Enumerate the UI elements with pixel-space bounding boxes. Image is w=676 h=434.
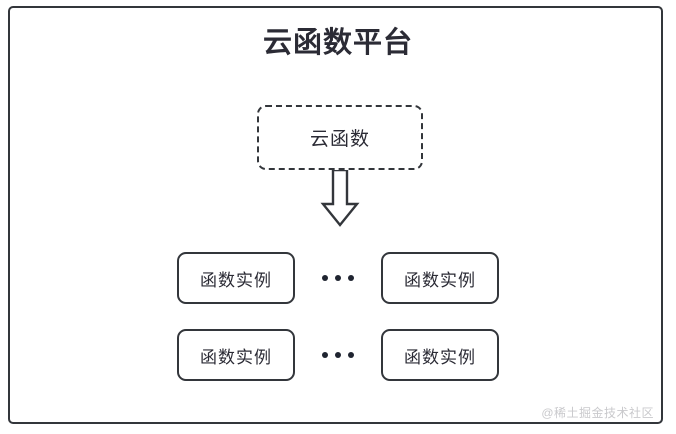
cloud-function-node: 云函数 bbox=[257, 105, 423, 170]
ellipsis-separator bbox=[295, 275, 381, 281]
function-instance-box: 函数实例 bbox=[177, 329, 295, 381]
ellipsis-dot bbox=[335, 352, 341, 358]
cloud-function-label: 云函数 bbox=[309, 129, 370, 150]
function-instance-row-2: 函数实例 函数实例 bbox=[0, 329, 676, 381]
page-title: 云函数平台 bbox=[262, 27, 413, 59]
function-instance-row-1: 函数实例 函数实例 bbox=[0, 252, 676, 304]
function-instance-box: 函数实例 bbox=[381, 252, 499, 304]
ellipsis-dot bbox=[322, 352, 328, 358]
function-instance-box: 函数实例 bbox=[381, 329, 499, 381]
function-instance-label: 函数实例 bbox=[200, 270, 272, 290]
ellipsis-dot bbox=[322, 275, 328, 281]
ellipsis-dot bbox=[348, 352, 354, 358]
function-instance-label: 函数实例 bbox=[200, 347, 272, 367]
function-instance-label: 函数实例 bbox=[404, 270, 476, 290]
watermark: @稀土掘金技术社区 bbox=[541, 406, 654, 420]
function-instance-label: 函数实例 bbox=[404, 347, 476, 367]
function-instance-box: 函数实例 bbox=[177, 252, 295, 304]
ellipsis-separator bbox=[295, 352, 381, 358]
down-block-arrow-icon bbox=[320, 170, 360, 227]
ellipsis-dot bbox=[348, 275, 354, 281]
ellipsis-dot bbox=[335, 275, 341, 281]
